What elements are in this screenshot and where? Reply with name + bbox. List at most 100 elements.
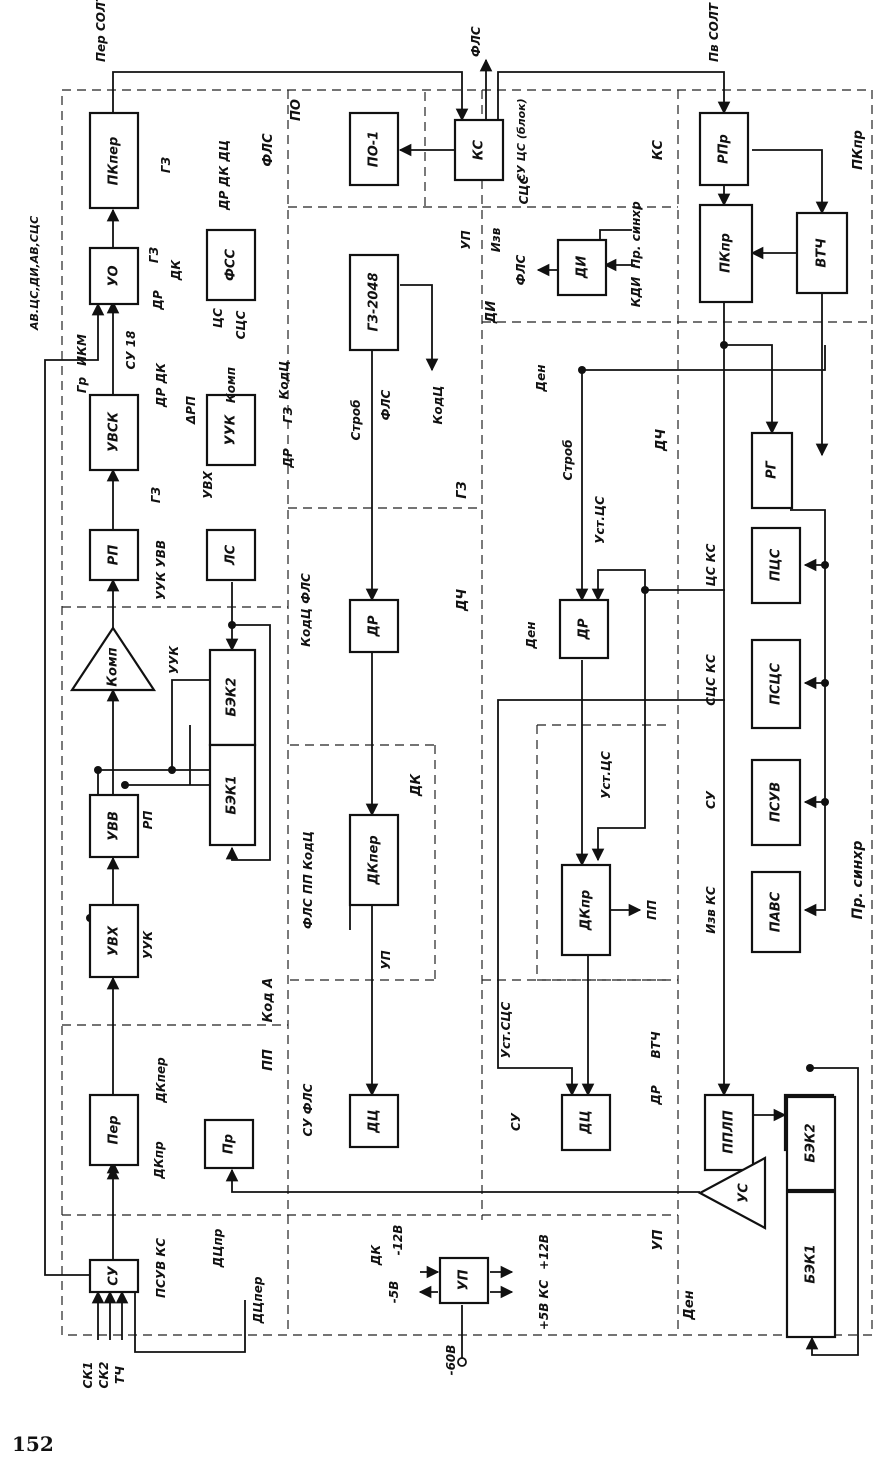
- diagram-label: ДКпер: [367, 835, 382, 885]
- block-bek2-left: БЭК2: [208, 648, 257, 747]
- diagram-label: ДР: [151, 290, 165, 311]
- diagram-label: СК1: [81, 1362, 95, 1389]
- diagram-label: ДР: [281, 448, 295, 469]
- diagram-label: КДИ: [629, 277, 643, 308]
- diagram-label: СЦС КС: [704, 654, 718, 706]
- region-dch-right: ДЧ: [654, 428, 669, 452]
- diagram-label: ФЛС ПП КодЦ: [301, 831, 315, 929]
- block-uvv: УВВ: [88, 793, 140, 859]
- block-dc-mid: ДЦ: [348, 1093, 400, 1149]
- block-bek1-r: БЭК1: [785, 1190, 837, 1339]
- diagram-label: Изв КС: [704, 886, 718, 934]
- diagram-label: ФЛС: [379, 389, 393, 420]
- diagram-label: Пв СОЛТ: [707, 2, 721, 62]
- diagram-label: СУ 18: [124, 331, 138, 370]
- blocks: ПКпер УО ФСС УВСК УУК РП ЛС Комп БЭК2 БЭ…: [69, 111, 849, 1339]
- diagram-label: УП: [459, 230, 473, 249]
- diagram-label: РП: [107, 545, 122, 566]
- block-psuv: ПСУВ: [750, 758, 802, 847]
- block-dc-right: ДЦ: [560, 1093, 612, 1152]
- diagram-label: КодЦ ФЛС: [299, 573, 313, 647]
- diagram-label: ПСУВ: [769, 782, 784, 822]
- diagram-label: ПСУВ КС: [154, 1238, 168, 1298]
- wires: [44, 58, 859, 1367]
- diagram-label: БЭК1: [804, 1244, 819, 1283]
- diagram-label: БЭК2: [225, 677, 240, 716]
- diagram-label: КодЦ: [277, 361, 291, 400]
- block-uo: УО: [88, 246, 140, 306]
- region-dch-left: ДЧ: [455, 588, 470, 612]
- diagram-label: РП: [141, 811, 155, 830]
- diagram-label: УВХ: [201, 470, 215, 498]
- region-di: ДИ: [484, 301, 499, 325]
- block-ls-left: ЛС: [205, 528, 257, 582]
- region-boundaries: [61, 89, 873, 1336]
- block-rpr: РПр: [698, 111, 750, 187]
- diagram-label: ДЦпер: [251, 1276, 265, 1324]
- diagram-label: ДКпр: [579, 890, 594, 932]
- diagram-label: ДК: [169, 259, 183, 282]
- region-po: ПО: [289, 99, 304, 121]
- diagram-label: КС: [472, 139, 487, 160]
- diagram-label: ДЦ: [367, 1109, 382, 1134]
- diagram-label: ВТЧ: [649, 1031, 663, 1058]
- diagram-label: УУК: [224, 413, 239, 445]
- block-psshs: ПСЦС: [750, 638, 802, 730]
- block-pplp: ППЛП: [703, 1093, 755, 1172]
- diagram-label: СУ: [704, 790, 718, 809]
- region-den: Ден: [682, 1290, 697, 1320]
- block-po1: ПО-1: [348, 111, 400, 187]
- diagram-label: ДР ДК ДЦ: [217, 140, 231, 211]
- block-ks: КС: [453, 118, 505, 182]
- diagram-label: ГЗ: [159, 156, 173, 173]
- diagram-label: ЦС КС: [704, 543, 718, 586]
- region-kod-a: Код А: [261, 978, 276, 1023]
- block-dk-pr: ДКпр: [560, 863, 612, 957]
- block-komp: Комп: [69, 626, 157, 692]
- diagram-label: УВХ: [107, 925, 122, 956]
- diagram-label: ГЗ: [149, 486, 163, 503]
- diagram-label: Уст.ЦС: [593, 496, 607, 544]
- diagram-label: СУ ФЛС: [301, 1083, 315, 1136]
- region-up: УП: [651, 1229, 666, 1250]
- diagram-label: ФСС: [224, 249, 239, 281]
- diagram-label: СЦС: [517, 175, 531, 204]
- diagram-label: СУ: [509, 1112, 523, 1131]
- block-dr-right: ДР: [558, 598, 610, 660]
- block-vtch: ВТЧ: [795, 211, 849, 295]
- block-rp: РП: [88, 528, 140, 582]
- diagram-label: ДЦпр: [211, 1228, 225, 1268]
- region-pp: ПП: [261, 1049, 276, 1071]
- diagram-label: АВ.ЦС,ДИ,АВ,СЦС: [28, 216, 41, 331]
- signal-labels: Пер СОЛТ ФЛС Пв СОЛТ АВ.ЦС,ДИ,АВ,СЦС ГЗ …: [28, 0, 721, 1388]
- region-labels: ФЛС ПО КС ПКпр ДИ ГЗ ДЧ ДЧ ДК Код А ПП У…: [261, 99, 866, 1321]
- diagram-label: ДК: [369, 1244, 383, 1267]
- diagram-label: +12В: [537, 1234, 551, 1270]
- diagram-label: -12В: [391, 1225, 405, 1256]
- diagram-label: ПЦС: [769, 548, 784, 581]
- diagram-label: Ден: [524, 621, 538, 649]
- diagram-label: ДЦ: [579, 1110, 594, 1135]
- block-up: УП: [438, 1256, 490, 1305]
- diagram-label: ППЛП: [722, 1110, 737, 1154]
- diagram-label: ДКпер: [154, 1057, 168, 1104]
- diagram-label: Пер СОЛТ: [94, 0, 108, 62]
- diagram-label: СК2: [97, 1362, 111, 1389]
- block-pk-pr: ПКпр: [698, 203, 754, 304]
- block-rg: РГ: [750, 431, 794, 510]
- diagram-label: ГЗ: [281, 406, 295, 423]
- diagram-label: ВТЧ: [815, 238, 830, 268]
- block-pr: Пр: [203, 1118, 255, 1170]
- diagram-label: Пер: [107, 1115, 122, 1144]
- diagram-label: БЭК1: [225, 775, 240, 814]
- diagram-label: -60В: [444, 1345, 458, 1376]
- diagram-label: УП: [379, 950, 393, 969]
- region-ks: КС: [651, 139, 666, 160]
- block-uuk: УУК: [205, 393, 257, 467]
- diagram-label: ΔРП: [184, 396, 198, 425]
- diagram-label: УП: [457, 1269, 472, 1290]
- diagram-label: Пр. синхр: [629, 201, 643, 269]
- diagram-label: ПО-1: [367, 131, 382, 167]
- block-bek1-left: БЭК1: [208, 743, 257, 847]
